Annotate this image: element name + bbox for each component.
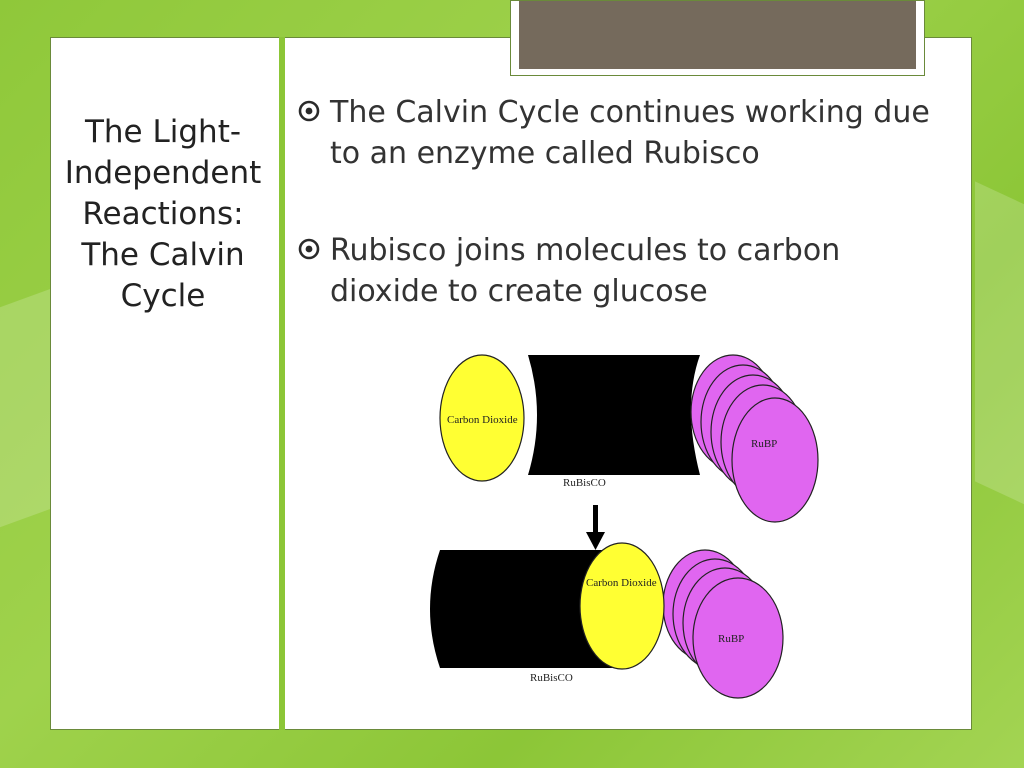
rubisco-label-bottom: RuBisCO [530, 672, 573, 684]
title-bar [519, 1, 916, 69]
slide-title: The Light-Independent Reactions: The Cal… [64, 114, 262, 314]
co2-molecule-top [439, 354, 525, 482]
rubp-stack-top [690, 354, 819, 523]
circle-bullet-icon [298, 100, 320, 122]
rubisco-shape-top [528, 355, 700, 475]
co2-molecule-bottom [579, 542, 665, 670]
bullet-item: Rubisco joins molecules to carbon dioxid… [298, 230, 948, 312]
rubisco-diagram: Carbon Dioxide RuBisCO RuBP Carbon Dioxi… [430, 354, 819, 699]
divider-line [279, 37, 285, 730]
bullet-list: The Calvin Cycle continues working due t… [298, 92, 948, 368]
down-arrow-icon [586, 505, 605, 550]
rubisco-label-top: RuBisCO [563, 477, 606, 489]
rubp-label-top: RuBP [751, 438, 777, 450]
circle-bullet-icon [298, 238, 320, 260]
rubp-stack-bottom [662, 549, 784, 699]
co2-label-top: Carbon Dioxide [447, 414, 518, 426]
title-tab [510, 0, 925, 76]
bullet-text: The Calvin Cycle continues working due t… [330, 95, 930, 171]
bullet-item: The Calvin Cycle continues working due t… [298, 92, 948, 174]
rubp-label-bottom: RuBP [718, 633, 744, 645]
background-shape [975, 181, 1024, 519]
co2-label-bottom: Carbon Dioxide [586, 577, 657, 589]
rubisco-shape-bottom [430, 550, 620, 668]
bullet-text: Rubisco joins molecules to carbon dioxid… [330, 233, 841, 309]
